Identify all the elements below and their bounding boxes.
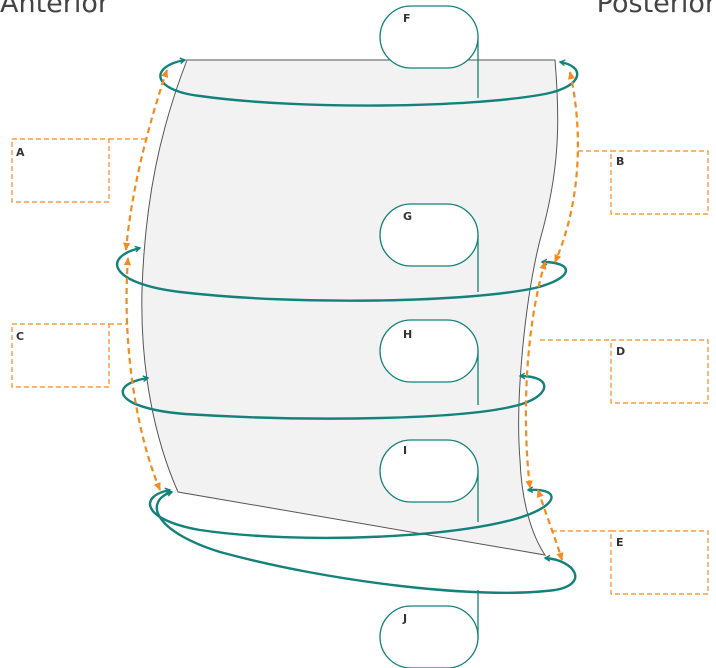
pill-j-label: J <box>402 612 407 625</box>
box-c-label: C <box>16 330 24 343</box>
box-c <box>11 323 110 388</box>
box-d-label: D <box>616 345 625 358</box>
anterior-label: Anterior <box>0 0 110 19</box>
box-b-label: B <box>616 155 624 168</box>
posterior-arrow-lower <box>524 261 547 489</box>
box-a <box>11 138 110 203</box>
anterior-arrow-lower <box>123 257 162 491</box>
posterior-arrow-upper <box>553 71 579 263</box>
pill-i-label: I <box>403 444 407 457</box>
pill-h-label: H <box>403 328 412 341</box>
pill-f: F <box>379 5 479 98</box>
rotation-arrow-2 <box>116 248 568 302</box>
pill-g-label: G <box>403 210 412 223</box>
pill-f-label: F <box>403 12 411 25</box>
pill-j: J <box>379 590 479 668</box>
posterior-label: Posterior <box>596 0 716 19</box>
box-d <box>610 339 709 404</box>
anterior-arrow-upper <box>123 69 169 251</box>
posterior-arrow-bottom <box>536 489 564 561</box>
box-e-label: E <box>616 536 624 549</box>
box-b <box>610 150 709 215</box>
rotation-arrow-5 <box>155 492 577 594</box>
box-a-label: A <box>16 146 25 159</box>
spine-segment-shape <box>141 59 559 556</box>
box-e <box>610 530 709 595</box>
